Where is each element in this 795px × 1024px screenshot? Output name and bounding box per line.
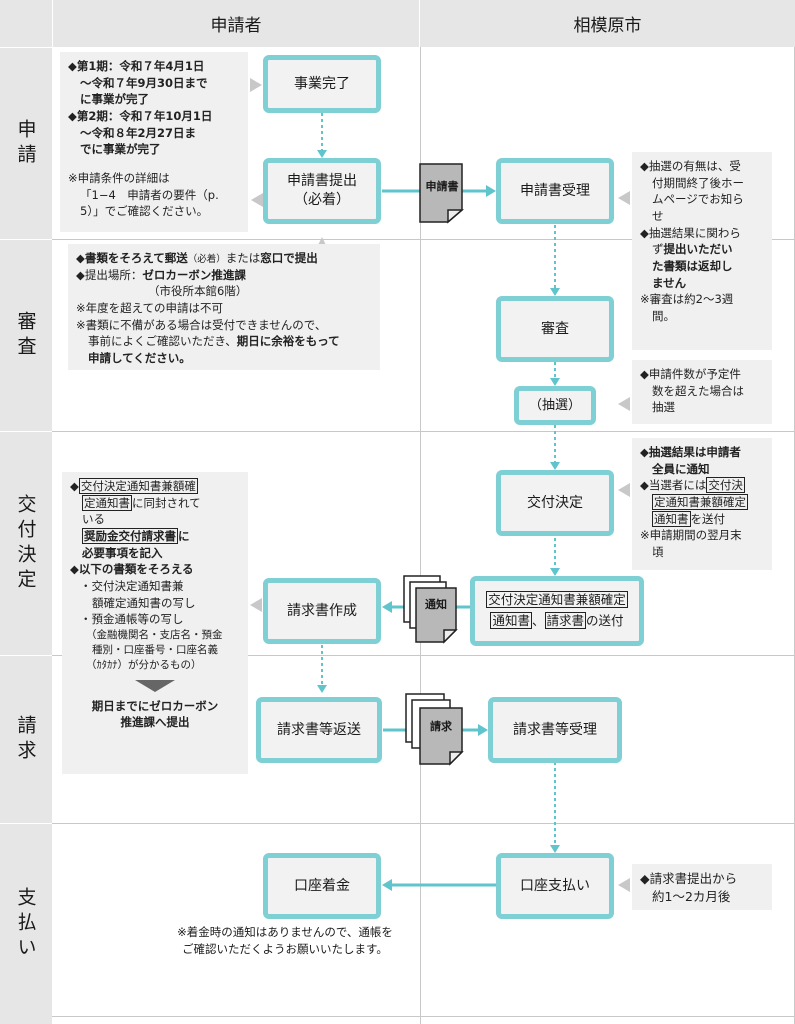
note-grant-notice: ◆抽選結果は申請者 全員に通知 ◆当選者には交付決 定通知書兼額確定 通知書を送… [632, 438, 772, 570]
note-payment-timing: ◆請求書提出から 約1〜2カ月後 [632, 864, 772, 910]
box-claim-receipt: 請求書等受理 [488, 697, 622, 763]
divider-lane-1 [52, 239, 795, 240]
note-lottery-condition: ◆申請件数が予定件 数を超えた場合は 抽選 [632, 360, 772, 424]
lane-grant-decision: 交付決定 [0, 432, 52, 655]
divider-lane-4 [52, 823, 795, 824]
notice-document-label: 通知 [425, 598, 447, 611]
box-review: 審査 [496, 296, 614, 362]
claim-document-label: 請求 [430, 720, 452, 733]
box-account-payment: 口座支払い [496, 853, 614, 919]
divider-lane-2 [52, 431, 795, 432]
divider-bottom [52, 1016, 795, 1017]
claim-document-icon [405, 693, 464, 766]
divider-vertical [420, 47, 421, 1024]
note-application-period: ◆第1期：令和７年4月1日 〜令和７年9月30日まで に事業が完了 ◆第2期：令… [60, 52, 248, 232]
header-corner [0, 0, 52, 47]
application-document-label: 申請書 [425, 180, 459, 193]
divider-lane-3 [52, 655, 795, 656]
lane-review: 審査 [0, 240, 52, 431]
box-application-receipt: 申請書受理 [496, 158, 614, 224]
notice-document-icon [403, 575, 458, 644]
box-account-arrival: 口座着金 [263, 853, 381, 919]
box-lottery: （抽選） [514, 386, 596, 425]
box-notice-send: 交付決定通知書兼額確定 通知書、請求書の送付 [470, 576, 644, 646]
note-lottery-info: ◆抽選の有無は、受 付期間終了後ホー ムページでお知ら せ ◆抽選結果に関わら … [632, 152, 772, 350]
box-project-complete: 事業完了 [263, 55, 381, 113]
note-claim-preparation: ◆交付決定通知書兼額確 定通知書に同封されて いる 奨励金交付請求書に 必要事項… [62, 472, 248, 774]
box-claim-create: 請求書作成 [263, 578, 381, 644]
lane-claim: 請求 [0, 656, 52, 823]
note-submission-method: ◆書類をそろえて郵送（必着）または窓口で提出 ◆提出場所：ゼロカーボン推進課 （… [68, 244, 380, 370]
down-triangle-icon [135, 679, 175, 692]
lane-payment: 支払い [0, 824, 52, 1024]
box-claim-return: 請求書等返送 [256, 697, 382, 763]
header-city: 相模原市 [420, 0, 795, 47]
header-applicant: 申請者 [53, 0, 419, 47]
note-arrival: ※着金時の通知はありませんので、通帳を ご確認いただくようお願いいたします。 [177, 925, 393, 956]
lane-application: 申請 [0, 48, 52, 239]
application-document-icon [419, 163, 465, 224]
box-grant-decision: 交付決定 [496, 470, 614, 536]
box-application-submit: 申請書提出 （必着） [263, 158, 381, 224]
